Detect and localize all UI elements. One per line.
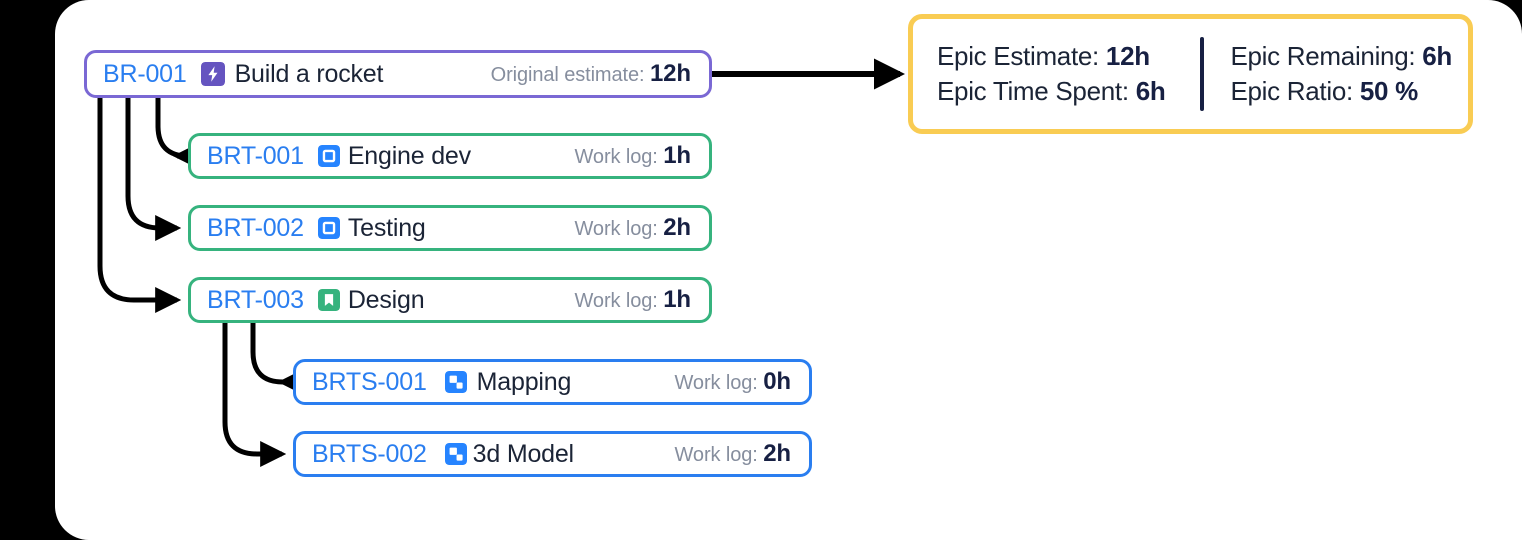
connector-brt-003-to-brts-001 — [250, 322, 304, 395]
task-square-icon — [317, 217, 340, 239]
subtask-card-title: Mapping — [476, 367, 572, 396]
epic-card-metric: Original estimate: 12h — [491, 60, 691, 88]
summary-epic-estimate: Epic Estimate: 12h — [937, 41, 1200, 72]
epic-card-key: BR-001 — [103, 59, 187, 88]
summary-epic-ratio-label: Epic Ratio: — [1230, 76, 1353, 106]
summary-epic-remaining-label: Epic Remaining: — [1230, 41, 1416, 71]
connector-epic-to-brt-001 — [155, 96, 199, 169]
epic-card-metric-label: Original estimate: — [490, 64, 645, 86]
task-card-metric-label: Work log: — [574, 218, 658, 240]
summary-epic-remaining-value: 6h — [1422, 41, 1452, 71]
task-card-metric-value: 1h — [663, 142, 691, 169]
epic-card-title: Build a rocket — [234, 59, 384, 88]
subtask-card-metric-label: Work log: — [674, 372, 758, 394]
task-card-brt-002[interactable]: BRT-002 Testing Work log: 2h — [188, 205, 712, 251]
epic-card-metric-value: 12h — [649, 60, 691, 87]
task-card-key: BRT-003 — [207, 285, 304, 314]
summary-epic-estimate-value: 12h — [1105, 41, 1150, 71]
story-bookmark-icon — [317, 289, 340, 311]
summary-epic-remaining: Epic Remaining: 6h — [1230, 41, 1452, 72]
subtask-icon — [444, 443, 467, 465]
epic-bolt-icon — [200, 62, 225, 86]
subtask-card-key: BRTS-002 — [312, 439, 427, 468]
task-card-metric-label: Work log: — [574, 146, 658, 168]
summary-epic-ratio: Epic Ratio: 50 % — [1230, 76, 1452, 107]
summary-divider — [1200, 37, 1205, 111]
summary-column-left: Epic Estimate: 12h Epic Time Spent: 6h — [929, 41, 1200, 107]
task-card-metric: Work log: 1h — [574, 142, 692, 170]
connector-brt-003-to-brts-002 — [222, 322, 287, 467]
summary-column-right: Epic Remaining: 6h Epic Ratio: 50 % — [1204, 41, 1452, 107]
subtask-icon — [444, 371, 467, 393]
task-card-brt-003[interactable]: BRT-003 Design Work log: 1h — [188, 277, 712, 323]
task-square-icon — [317, 145, 340, 167]
subtask-card-metric-label: Work log: — [674, 444, 758, 466]
summary-epic-time-spent-label: Epic Time Spent: — [937, 76, 1129, 106]
connector-epic-to-brt-002 — [125, 96, 182, 241]
summary-epic-time-spent: Epic Time Spent: 6h — [937, 76, 1200, 107]
task-card-metric: Work log: 2h — [574, 214, 692, 242]
task-card-title: Engine dev — [347, 141, 471, 170]
task-card-metric-label: Work log: — [574, 290, 658, 312]
task-card-key: BRT-001 — [207, 141, 304, 170]
task-card-title: Testing — [347, 213, 426, 242]
epic-summary-box: Epic Estimate: 12h Epic Time Spent: 6h E… — [908, 14, 1473, 134]
summary-epic-time-spent-value: 6h — [1135, 76, 1166, 106]
task-card-brt-001[interactable]: BRT-001 Engine dev Work log: 1h — [188, 133, 712, 179]
subtask-card-brts-001[interactable]: BRTS-001 Mapping Work log: 0h — [293, 359, 812, 405]
task-card-key: BRT-002 — [207, 213, 304, 242]
subtask-card-metric: Work log: 0h — [674, 368, 792, 396]
subtask-card-metric: Work log: 2h — [674, 440, 792, 468]
subtask-card-brts-002[interactable]: BRTS-002 3d Model Work log: 2h — [293, 431, 812, 477]
task-card-metric-value: 2h — [663, 214, 691, 241]
subtask-card-metric-value: 0h — [763, 368, 791, 395]
task-card-metric: Work log: 1h — [574, 286, 692, 314]
connector-epic-to-brt-003 — [97, 96, 182, 313]
subtask-card-metric-value: 2h — [763, 440, 791, 467]
subtask-card-key: BRTS-001 — [312, 367, 427, 396]
task-card-metric-value: 1h — [663, 286, 691, 313]
subtask-card-title: 3d Model — [472, 439, 574, 468]
summary-epic-estimate-label: Epic Estimate: — [937, 41, 1099, 71]
epic-card-br-001[interactable]: BR-001 Build a rocket Original estimate:… — [84, 50, 712, 98]
summary-epic-ratio-value: 50 % — [1359, 76, 1418, 106]
task-card-title: Design — [347, 285, 425, 314]
